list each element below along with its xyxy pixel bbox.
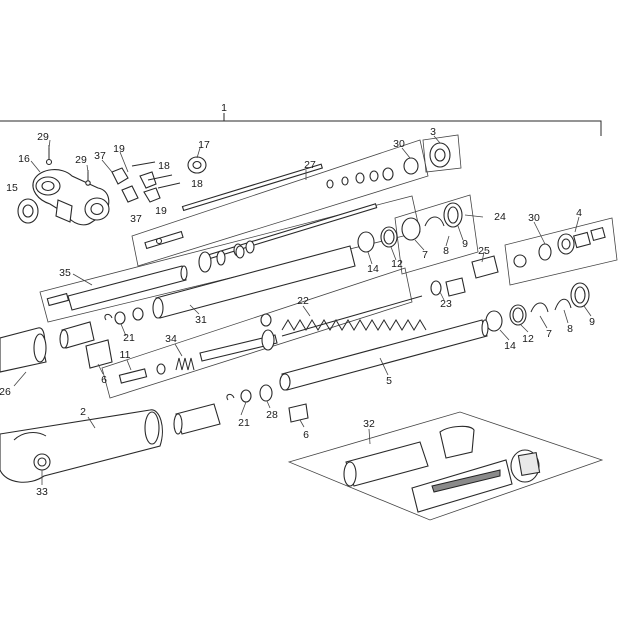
callout-29b: 29 bbox=[75, 154, 87, 166]
seal-kit-24 bbox=[401, 202, 463, 241]
cap-nut-17 bbox=[187, 156, 207, 174]
leader-lines bbox=[13, 135, 592, 485]
pinch-clamps bbox=[111, 161, 181, 203]
callout-2: 2 bbox=[80, 406, 86, 418]
callout-11: 11 bbox=[120, 349, 131, 361]
callout-22: 22 bbox=[297, 295, 309, 307]
callout-28: 28 bbox=[266, 409, 278, 421]
callout-7b: 7 bbox=[546, 328, 552, 340]
callout-33: 33 bbox=[36, 486, 48, 498]
damper-rod-set bbox=[144, 163, 394, 261]
callout-14b: 14 bbox=[504, 340, 516, 352]
callout-3: 3 bbox=[430, 126, 436, 138]
callout-37a: 37 bbox=[94, 150, 106, 162]
callout-27: 27 bbox=[304, 159, 316, 171]
spring-22 bbox=[281, 295, 427, 337]
callout-30b: 30 bbox=[528, 212, 540, 224]
steering-nut bbox=[17, 198, 39, 224]
callout-34: 34 bbox=[165, 333, 177, 345]
tool-kit-32 bbox=[343, 425, 541, 513]
small-rings-21 bbox=[104, 307, 144, 325]
callout-14a: 14 bbox=[367, 263, 379, 275]
sleeve-25 bbox=[471, 255, 499, 279]
callout-9a: 9 bbox=[462, 238, 468, 250]
o-ring-30 bbox=[403, 157, 419, 175]
tube-31 bbox=[152, 245, 356, 319]
bottom-row-parts bbox=[173, 384, 309, 435]
callout-labels: 1 29 29 16 37 19 18 18 17 15 37 19 27 30… bbox=[0, 102, 595, 498]
callout-8a: 8 bbox=[443, 245, 449, 257]
callout-24: 24 bbox=[494, 211, 506, 223]
triple-clamp bbox=[32, 169, 110, 226]
callout-18a: 18 bbox=[158, 160, 170, 172]
callout-5: 5 bbox=[386, 375, 392, 387]
callout-4: 4 bbox=[576, 207, 582, 219]
bushings-right bbox=[357, 226, 398, 253]
small-bolts bbox=[45, 145, 91, 186]
callout-6a: 6 bbox=[101, 374, 107, 386]
callout-17: 17 bbox=[198, 139, 210, 151]
bushing-left-end bbox=[59, 329, 69, 349]
callout-9b: 9 bbox=[589, 316, 595, 328]
callout-15: 15 bbox=[6, 182, 18, 194]
callout-18b: 18 bbox=[191, 178, 203, 190]
callout-12a: 12 bbox=[391, 258, 403, 270]
callout-25: 25 bbox=[478, 245, 490, 257]
callout-1: 1 bbox=[221, 102, 227, 114]
tube-35 bbox=[46, 265, 188, 311]
callout-37b: 37 bbox=[130, 213, 142, 225]
fork-slider-26 bbox=[0, 327, 47, 373]
callout-6b: 6 bbox=[303, 429, 309, 441]
top-cap-3 bbox=[429, 142, 451, 168]
callout-19a: 19 bbox=[113, 143, 125, 155]
slider-bush-6a bbox=[85, 339, 113, 369]
callout-16: 16 bbox=[18, 153, 30, 165]
callout-21b: 21 bbox=[238, 417, 250, 429]
spacer-23 bbox=[430, 277, 466, 297]
callout-35: 35 bbox=[59, 267, 71, 279]
callout-31: 31 bbox=[195, 314, 207, 326]
callout-29a: 29 bbox=[37, 131, 49, 143]
fork-tube-5 bbox=[279, 319, 489, 391]
callout-19b: 19 bbox=[155, 205, 167, 217]
callout-7a: 7 bbox=[422, 249, 428, 261]
callout-26: 26 bbox=[0, 386, 11, 398]
callout-12b: 12 bbox=[522, 333, 534, 345]
callout-23: 23 bbox=[440, 298, 452, 310]
callout-32: 32 bbox=[363, 418, 375, 430]
damper-rod-34 bbox=[118, 313, 278, 384]
assembly-bracket bbox=[0, 113, 602, 136]
fork-slider-2 bbox=[0, 409, 163, 483]
seals-row2 bbox=[485, 282, 590, 332]
callout-21a: 21 bbox=[123, 332, 135, 344]
adjuster-4 bbox=[513, 226, 606, 268]
callout-8b: 8 bbox=[567, 323, 573, 335]
callout-30a: 30 bbox=[393, 138, 405, 150]
